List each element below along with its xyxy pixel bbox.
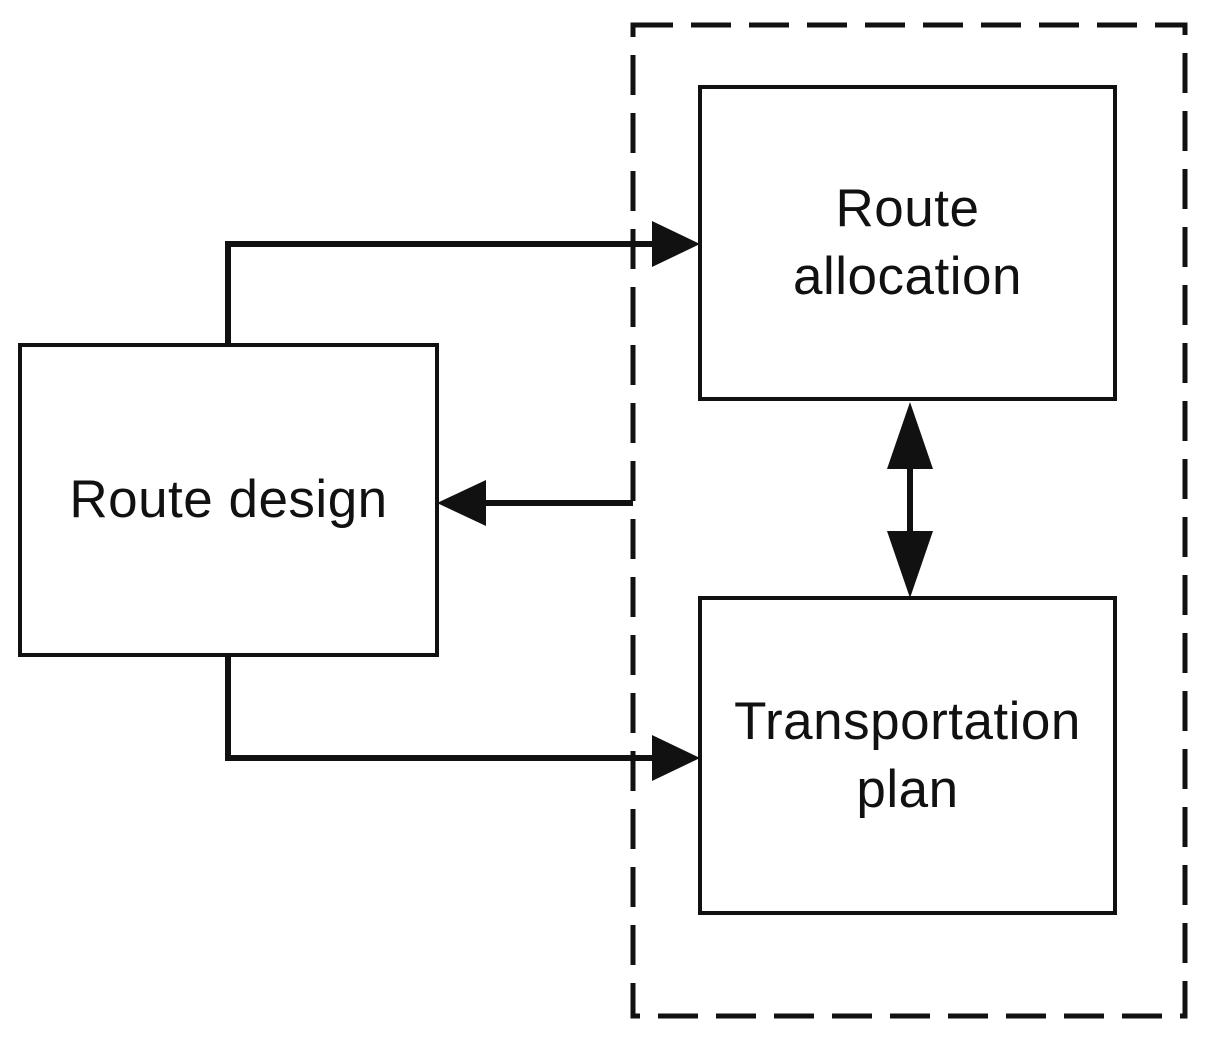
- arrow-route-design-to-route-allocation: [225, 221, 700, 345]
- node-route-design-label: Route design: [69, 466, 387, 534]
- node-transportation-plan-label-line1: Transportation: [734, 691, 1081, 751]
- node-route-allocation-label: Route allocation: [793, 175, 1022, 311]
- node-route-design: Route design: [18, 343, 439, 657]
- node-transportation-plan-label-line2: plan: [856, 759, 959, 819]
- arrow-group-to-route-design: [437, 480, 633, 526]
- node-transportation-plan: Transportation plan: [698, 596, 1117, 915]
- node-route-allocation-label-line1: Route: [835, 179, 980, 239]
- node-transportation-plan-label: Transportation plan: [734, 688, 1081, 824]
- arrow-route-design-to-transportation-plan: [225, 655, 700, 781]
- arrow-route-allocation-transportation-plan-bidirectional: [887, 402, 933, 598]
- node-route-allocation: Route allocation: [698, 85, 1117, 401]
- node-route-design-label-line1: Route design: [69, 470, 388, 530]
- node-route-allocation-label-line2: allocation: [793, 247, 1022, 306]
